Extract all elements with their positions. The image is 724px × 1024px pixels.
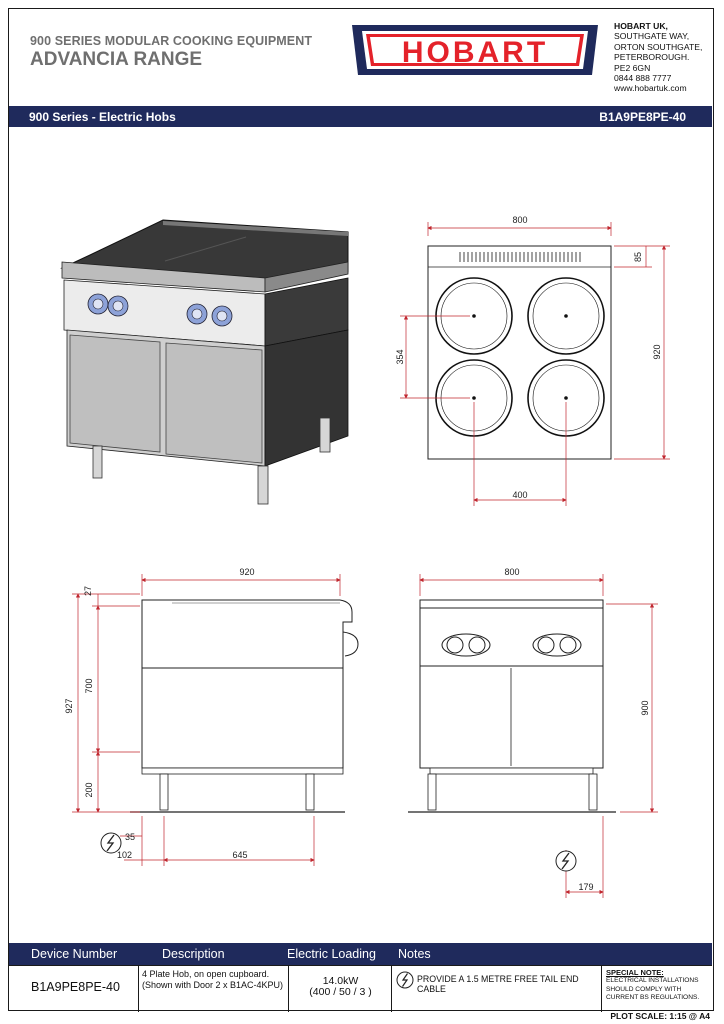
dim-rear-offset: 35 bbox=[125, 832, 135, 842]
special-note-text: ELECTRICAL INSTALLATIONS SHOULD COMPLY W… bbox=[606, 977, 700, 1002]
spec-table-row: B1A9PE8PE-40 4 Plate Hob, on open cupboa… bbox=[9, 965, 712, 1012]
range-title: ADVANCIA RANGE bbox=[30, 49, 203, 70]
description-cell: 4 Plate Hob, on open cupboard. (Shown wi… bbox=[139, 966, 289, 1012]
electric-supply-icon bbox=[396, 971, 414, 989]
dim-leg-spacing: 645 bbox=[232, 850, 247, 860]
dim-leg-front: 102 bbox=[117, 850, 132, 860]
description-text: 4 Plate Hob, on open cupboard. (Shown wi… bbox=[142, 969, 284, 990]
dim-plate-spacing-y: 354 bbox=[395, 349, 405, 364]
device-number-cell: B1A9PE8PE-40 bbox=[9, 966, 139, 1012]
device-number: B1A9PE8PE-40 bbox=[31, 980, 120, 994]
address-line: PETERBOROUGH. bbox=[614, 52, 690, 63]
address-line: HOBART UK, bbox=[614, 21, 668, 31]
header-description: Description bbox=[162, 947, 225, 961]
electric-supply-icon bbox=[555, 850, 577, 872]
address-line: PE2 6GN bbox=[614, 62, 651, 73]
header-electric-loading: Electric Loading bbox=[287, 947, 376, 961]
product-line: 900 Series - Electric Hobs bbox=[29, 110, 176, 124]
company-address: HOBART UK, SOUTHGATE WAY, ORTON SOUTHGAT… bbox=[614, 21, 702, 94]
address-line: 0844 888 7777 bbox=[614, 73, 672, 84]
isometric-view bbox=[60, 219, 349, 505]
dim-overall-height: 927 bbox=[64, 698, 74, 713]
dim-connection-offset: 179 bbox=[578, 882, 593, 892]
dim-plan-width: 800 bbox=[512, 215, 527, 225]
address-line: www.hobartuk.com bbox=[614, 83, 687, 94]
spec-table-header: Device Number Description Electric Loadi… bbox=[9, 943, 712, 965]
loading-power: 14.0kW bbox=[322, 975, 359, 987]
series-subtitle: 900 SERIES MODULAR COOKING EQUIPMENT bbox=[30, 34, 313, 48]
dim-body-height: 700 bbox=[84, 678, 94, 693]
notes-cell: PROVIDE A 1.5 METRE FREE TAIL END CABLE bbox=[392, 966, 602, 1012]
dim-plan-depth: 920 bbox=[652, 344, 662, 359]
sheet-border bbox=[8, 8, 714, 1011]
dim-top-offset: 27 bbox=[83, 586, 93, 596]
dim-front-height: 900 bbox=[640, 700, 650, 715]
loading-supply: (400 / 50 / 3 ) bbox=[309, 986, 372, 998]
address-line: SOUTHGATE WAY, bbox=[614, 31, 690, 42]
dim-side-depth: 920 bbox=[239, 567, 254, 577]
note-text: PROVIDE A 1.5 METRE FREE TAIL END CABLE bbox=[417, 974, 579, 994]
hobart-logo: HOBART bbox=[346, 21, 604, 79]
dim-plan-rear-strip: 85 bbox=[633, 252, 643, 262]
plot-scale: PLOT SCALE: 1:15 @ A4 bbox=[610, 1011, 710, 1021]
front-view: 800 900 179 bbox=[408, 567, 658, 898]
header-notes: Notes bbox=[398, 947, 431, 961]
header-device-number: Device Number bbox=[31, 947, 118, 961]
special-note-cell: SPECIAL NOTE: ELECTRICAL INSTALLATIONS S… bbox=[602, 966, 712, 1012]
dim-leg-height: 200 bbox=[84, 782, 94, 797]
dim-plate-spacing-x: 400 bbox=[512, 490, 527, 500]
logo-wordmark: HOBART bbox=[402, 36, 548, 69]
title-bar: 900 Series - Electric Hobs B1A9PE8PE-40 bbox=[9, 106, 712, 127]
electric-supply-icon bbox=[100, 832, 122, 854]
electric-loading-cell: 14.0kW (400 / 50 / 3 ) bbox=[289, 966, 392, 1012]
address-line: ORTON SOUTHGATE, bbox=[614, 41, 703, 52]
plan-view: 800 920 85 354 400 bbox=[395, 215, 670, 506]
dim-front-width: 800 bbox=[504, 567, 519, 577]
model-code: B1A9PE8PE-40 bbox=[599, 110, 686, 124]
technical-drawings: 800 920 85 354 400 bbox=[60, 215, 670, 898]
special-note-title: SPECIAL NOTE: bbox=[606, 968, 664, 977]
side-view: 920 27 927 700 200 35 102 645 bbox=[64, 567, 359, 866]
